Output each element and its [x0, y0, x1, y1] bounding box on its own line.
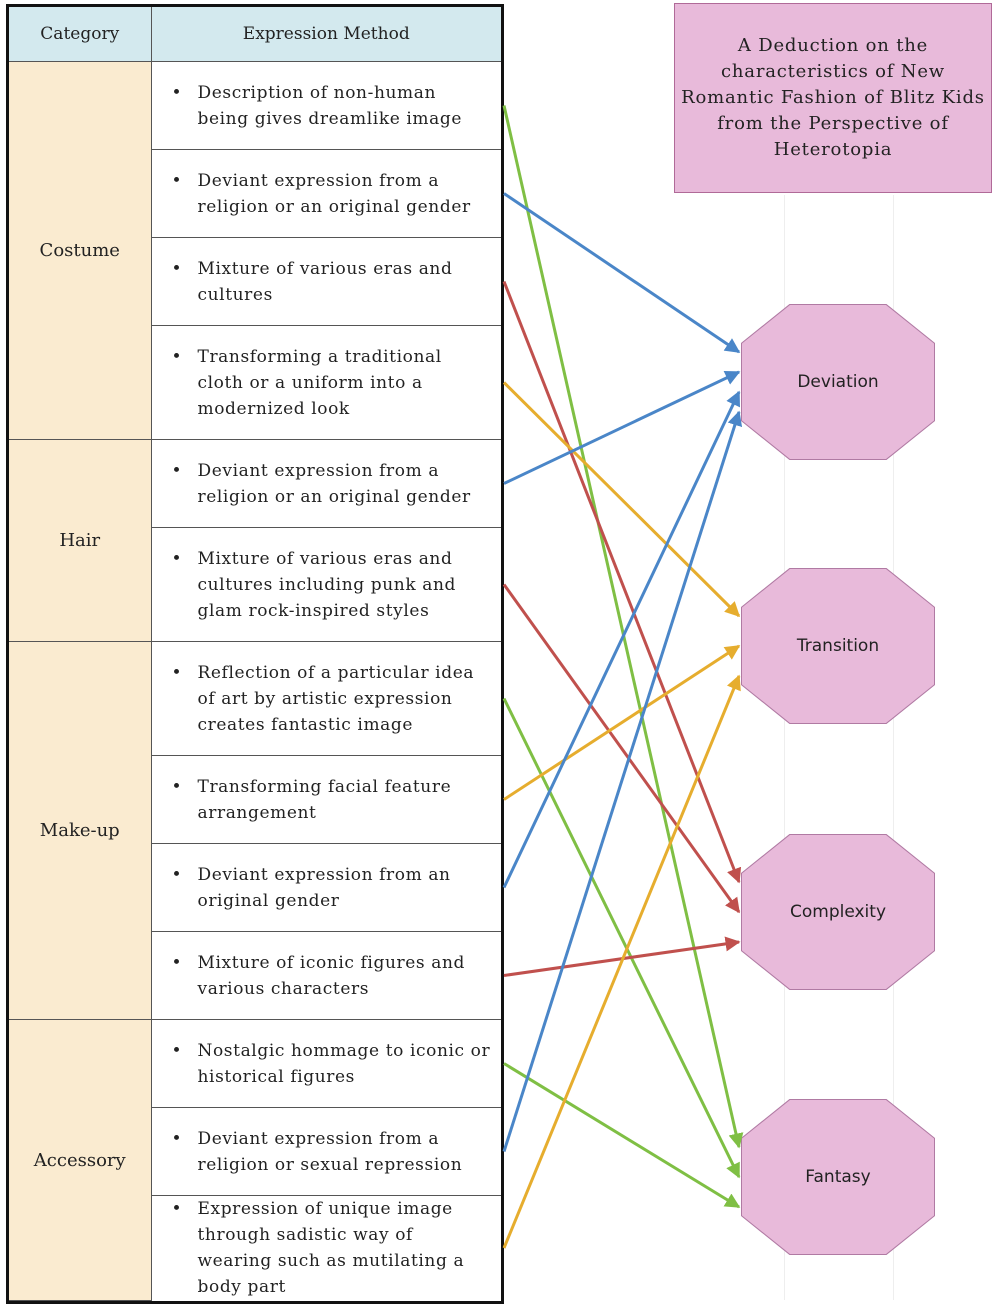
method-cell: • Deviant expression from a religion or s… — [151, 1107, 501, 1196]
arrow-to-complexity — [502, 583, 741, 914]
method-text: Transforming a traditional cloth or a un… — [197, 346, 442, 419]
bullet: • — [171, 1040, 183, 1061]
complexity-label: Complexity — [789, 902, 886, 922]
method-text: Deviant expression from a religion or an… — [197, 170, 471, 217]
method-cell: • Mixture of iconic figures and various c… — [151, 931, 501, 1020]
method-cell: • Description of non-human being gives dr… — [151, 61, 501, 150]
bullet: • — [171, 460, 183, 481]
arrow-to-transition — [502, 674, 741, 1249]
method-cell: • Transforming a traditional cloth or a u… — [151, 325, 501, 440]
category-accessory: Accessory — [9, 1019, 152, 1301]
arrow-to-deviation — [503, 192, 741, 354]
bullet: • — [171, 82, 183, 103]
method-header: Expression Method — [151, 7, 501, 62]
method-text: Expression of unique image through sadis… — [197, 1199, 465, 1298]
guide-band — [784, 195, 894, 1300]
bullet: • — [171, 776, 183, 797]
method-text: Deviant expression from a religion or an… — [197, 460, 471, 507]
method-cell: • Deviant expression from an original gen… — [151, 843, 501, 932]
arrow-to-transition — [503, 644, 741, 801]
method-text: Mixture of various eras and cultures — [197, 258, 453, 305]
transition-label: Transition — [796, 636, 880, 656]
category-make-up: Make-up — [9, 641, 152, 1020]
arrow-to-fantasy — [503, 1062, 741, 1209]
transition-node: Transition — [741, 568, 935, 724]
method-cell: • Expression of unique image through sadi… — [151, 1196, 501, 1301]
method-text: Mixture of iconic figures and various ch… — [197, 952, 465, 999]
category-costume: Costume — [9, 61, 152, 440]
bullet: • — [171, 864, 183, 885]
bullet: • — [171, 170, 183, 191]
method-text: Mixture of various eras and cultures inc… — [197, 548, 456, 621]
bullet: • — [171, 346, 183, 367]
complexity-node: Complexity — [741, 834, 935, 990]
arrow-to-deviation — [502, 410, 743, 1152]
method-text: Reflection of a particular idea of art b… — [197, 662, 475, 735]
method-text: Description of non-human being gives dre… — [197, 82, 463, 129]
method-cell: • Mixture of various eras and cultures in… — [151, 527, 501, 642]
deviation-node: Deviation — [741, 304, 935, 460]
arrow-to-complexity — [502, 280, 742, 884]
method-text: Deviant expression from an original gend… — [197, 864, 451, 911]
method-cell: • Deviant expression from a religion or a… — [151, 439, 501, 528]
expression-table: Category Expression Method Costume • Desc… — [6, 4, 504, 1304]
fantasy-node: Fantasy — [741, 1099, 935, 1255]
bullet: • — [171, 1128, 183, 1149]
method-cell: • Reflection of a particular idea of art … — [151, 641, 501, 756]
bullet: • — [171, 1199, 183, 1220]
method-text: Transforming facial feature arrangement — [197, 776, 452, 823]
arrow-to-deviation — [503, 370, 741, 485]
category-header: Category — [9, 7, 152, 62]
method-text: Nostalgic hommage to iconic or historica… — [197, 1040, 491, 1087]
category-hair: Hair — [9, 439, 152, 642]
arrow-to-fantasy — [502, 697, 741, 1179]
deduction-box: A Deduction on the characteristics of Ne… — [674, 3, 992, 193]
arrow-to-deviation — [502, 390, 741, 889]
bullet: • — [171, 952, 183, 973]
deduction-title: A Deduction on the characteristics of Ne… — [681, 35, 985, 160]
bullet: • — [171, 548, 183, 569]
deviation-label: Deviation — [797, 372, 879, 392]
method-cell: • Mixture of various eras and cultures — [151, 237, 501, 326]
bullet: • — [171, 662, 183, 683]
arrow-to-fantasy — [502, 105, 744, 1149]
bullet: • — [171, 258, 183, 279]
method-cell: • Deviant expression from a religion or a… — [151, 149, 501, 238]
fantasy-label: Fantasy — [805, 1167, 871, 1187]
method-text: Deviant expression from a religion or se… — [197, 1128, 463, 1175]
method-cell: • Transforming facial feature arrangement — [151, 755, 501, 844]
arrow-to-transition — [502, 381, 741, 618]
method-cell: • Nostalgic hommage to iconic or historic… — [151, 1019, 501, 1108]
